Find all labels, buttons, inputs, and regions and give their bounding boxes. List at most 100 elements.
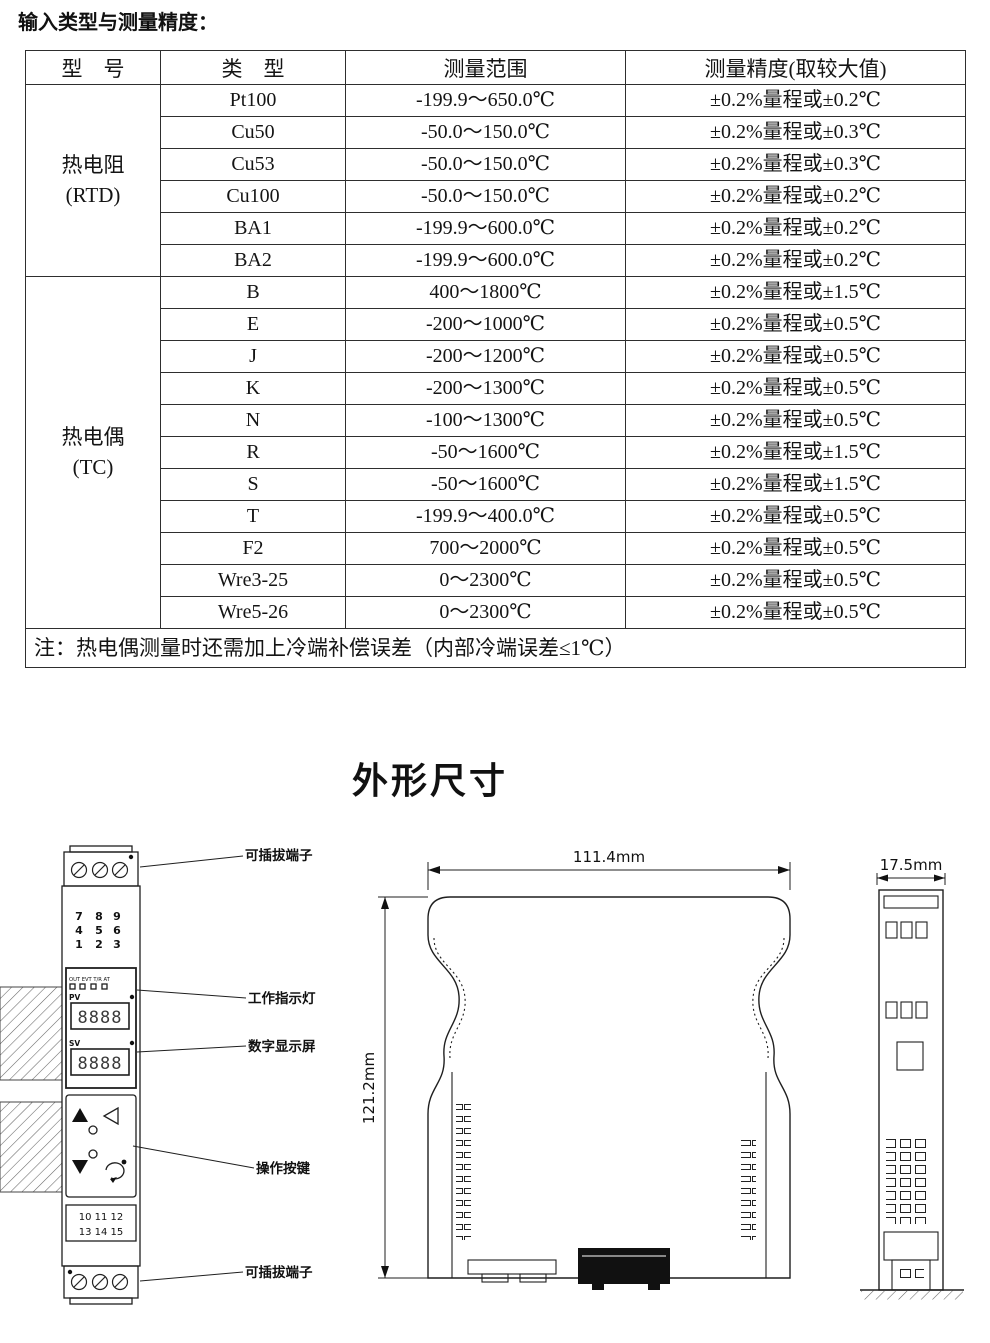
table-row: BA1 -199.9～600.0℃ ±0.2%量程或±0.2℃ [26,212,966,245]
width-dim-label: 111.4mm [573,848,645,866]
keypad-digit: 4 [75,924,83,937]
keypad-digit: 7 [75,910,83,923]
cell-range: -200～1000℃ [345,308,626,341]
table-row: Wre3-25 0～2300℃ ±0.2%量程或±0.5℃ [26,564,966,597]
height-dimension: 121.2mm [360,896,428,1279]
indicator-dot [129,994,135,1000]
table-row: Wre5-26 0～2300℃ ±0.2%量程或±0.5℃ [26,596,966,629]
rear-foot-grid [898,1266,924,1282]
depth-dim-label: 17.5mm [880,856,943,874]
table-row: R -50～1600℃ ±0.2%量程或±1.5℃ [26,436,966,469]
side-view [427,896,791,1290]
cell-range: -199.9～650.0℃ [345,84,626,117]
pv-label: PV [69,993,80,1002]
page-title: 输入类型与测量精度： [18,12,218,34]
terminal-numbers: 13 14 15 [79,1227,124,1238]
rear-terminal-window [900,921,913,939]
cell-type: B [160,276,346,309]
marker-dot [128,854,134,860]
cell-type: E [160,308,346,341]
cell-accuracy: ±0.2%量程或±0.5℃ [625,372,966,405]
callout-terminal-top: 可插拔端子 [245,847,313,864]
bottom-mount-tab [69,1297,133,1305]
callout-indicator: 工作指示灯 [248,990,316,1007]
sv-digits: 8888 [78,1054,123,1074]
callout-display: 数字显示屏 [248,1038,316,1055]
screw-icon [91,1273,109,1291]
arrowhead-icon [778,866,790,874]
cell-accuracy: ±0.2%量程或±0.5℃ [625,308,966,341]
terminal-numbers: 10 11 12 [79,1212,124,1223]
shift-button-icon [102,1106,119,1126]
keypad-digit: 1 [75,938,83,951]
table-row: T -199.9～400.0℃ ±0.2%量程或±0.5℃ [26,500,966,533]
cell-type: Pt100 [160,84,346,117]
cell-range: -50～1600℃ [345,436,626,469]
arrowhead-icon [934,874,945,882]
rear-mid-block [896,1041,924,1071]
indicator-dot [129,1040,135,1046]
model-cell-rtd: 热电阻 (RTD) [25,84,161,277]
note-cell: 注：热电偶测量时还需加上冷端补偿误差（内部冷端误差≤1℃） [25,628,966,668]
cell-type: Wre5-26 [160,596,346,629]
rear-outline [878,889,944,1291]
terminal-number-box [65,1204,137,1242]
cell-type: Cu100 [160,180,346,213]
sv-display [70,1048,130,1076]
vent-slots-right [741,1136,756,1240]
section-title-dimensions: 外形尺寸 [352,760,509,801]
button-panel [65,1094,137,1198]
keypad-digit: 8 [95,910,103,923]
cell-type: R [160,436,346,469]
cell-accuracy: ±0.2%量程或±0.5℃ [625,596,966,629]
cell-accuracy: ±0.2%量程或±1.5℃ [625,276,966,309]
marker-dot [67,1269,73,1275]
keypad-digit: 3 [113,938,121,951]
rear-terminal-window [915,1001,928,1019]
note-row: 注：热电偶测量时还需加上冷端补偿误差（内部冷端误差≤1℃） [25,628,966,668]
outline-drawing: 7 8 9 4 5 6 1 2 3 OUT EVT T/R AT PV 8888… [0,845,964,1305]
cell-range: -50.0～150.0℃ [345,148,626,181]
cell-accuracy: ±0.2%量程或±1.5℃ [625,436,966,469]
screw-icon [70,1273,88,1291]
rail-foot-slat [481,1273,509,1283]
rear-terminal-window [885,921,898,939]
status-led-icon [79,983,86,990]
cell-range: 0～2300℃ [345,596,626,629]
cell-accuracy: ±0.2%量程或±0.5℃ [625,564,966,597]
button-dot-icon [88,1125,98,1135]
table-row: F2 700～2000℃ ±0.2%量程或±0.5℃ [26,532,966,565]
col-header-accuracy: 测量精度(取较大值) [625,50,966,85]
pv-display [70,1002,130,1030]
cell-range: -50～1600℃ [345,468,626,501]
cell-range: -200～1200℃ [345,340,626,373]
up-button-icon [72,1108,88,1122]
keypad-digit: 5 [95,924,103,937]
break-line-right [752,937,785,1059]
cell-range: 400～1800℃ [345,276,626,309]
keypad-digit: 9 [113,910,121,923]
cell-range: -50.0～150.0℃ [345,180,626,213]
rear-vent-grid [886,1138,930,1224]
loop-button-icon [105,1162,125,1180]
status-led-icon [101,983,108,990]
cell-type: K [160,372,346,405]
arrowhead-icon [877,874,888,882]
status-led-icon [69,983,76,990]
rear-terminal-window [885,1001,898,1019]
screw-icon [91,861,109,879]
cell-accuracy: ±0.2%量程或±0.5℃ [625,532,966,565]
cell-range: -200～1300℃ [345,372,626,405]
table-row: S -50～1600℃ ±0.2%量程或±1.5℃ [26,468,966,501]
down-button-icon [72,1160,88,1174]
ground-hatch [861,1290,963,1300]
cell-type: Cu50 [160,116,346,149]
col-header-model: 型 号 [25,50,161,85]
depth-dimension: 17.5mm [876,856,946,885]
table-row: E -200～1000℃ ±0.2%量程或±0.5℃ [26,308,966,341]
arrowhead-icon [381,897,389,909]
display-panel [65,967,137,1089]
arrowhead-icon [428,866,440,874]
cell-range: 700～2000℃ [345,532,626,565]
rear-view [860,889,964,1300]
